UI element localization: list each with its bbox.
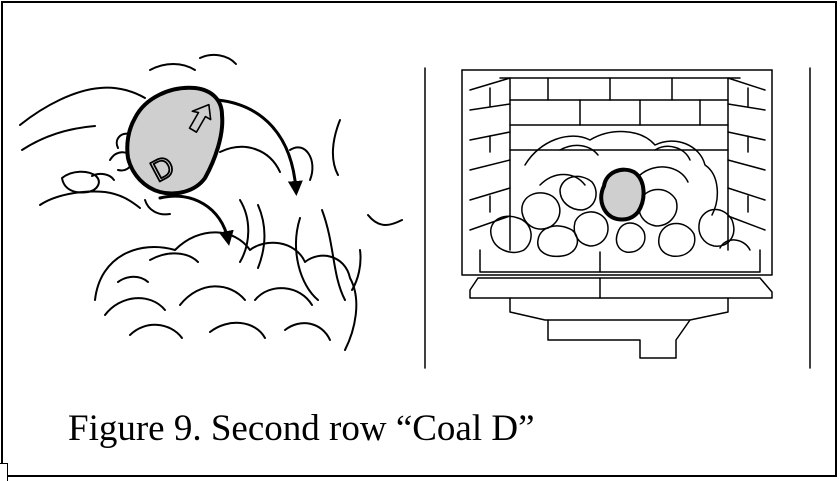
hand-placing-coal-illustration: D — [20, 55, 402, 350]
coal-d-placed — [601, 170, 643, 220]
arrow-right — [218, 100, 296, 190]
coal-d: D — [127, 88, 222, 194]
fireplace-illustration — [425, 68, 810, 368]
figure-caption: Figure 9. Second row “Coal D” — [68, 410, 535, 447]
